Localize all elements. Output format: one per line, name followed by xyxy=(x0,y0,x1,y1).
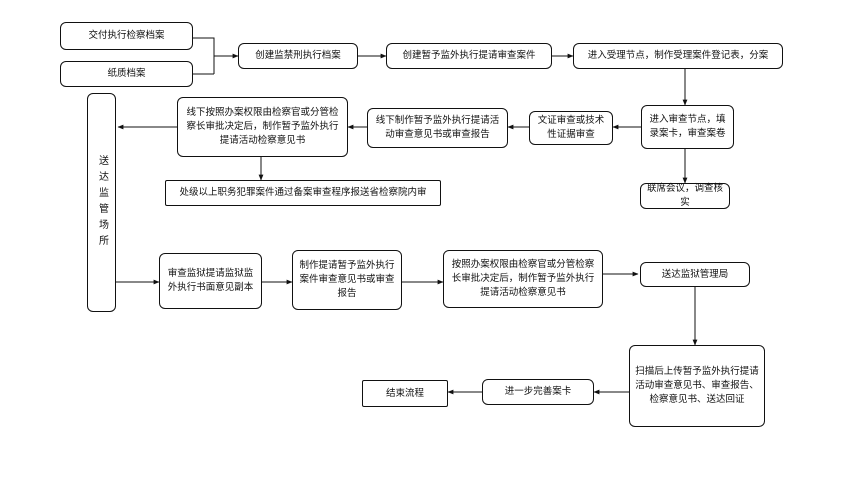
node-complete-case-card: 进一步完善案卡 xyxy=(482,379,594,405)
node-provincial-filing: 处级以上职务犯罪案件通过备案审查程序报送省检察院内审 xyxy=(165,180,441,206)
node-paper-archive: 纸质档案 xyxy=(60,61,193,87)
node-end-process: 结束流程 xyxy=(362,380,448,407)
node-scan-upload: 扫描后上传暂予监外执行提请活动审查意见书、审查报告、检察意见书、送达回证 xyxy=(629,345,765,427)
node-offline-approval: 线下按照办案权限由检察官或分管检察长审批决定后，制作暂予监外执行提请活动检察意见… xyxy=(177,97,348,157)
node-approval-opinion: 按照办案权限由检察官或分管检察长审批决定后，制作暂予监外执行提请活动检察意见书 xyxy=(443,250,603,308)
node-create-parole-case: 创建暂予监外执行提请审查案件 xyxy=(386,43,552,69)
node-deliver-to-facility: 送达监管场所 xyxy=(87,93,116,312)
node-create-custody-archive: 创建监禁刑执行档案 xyxy=(238,43,358,69)
node-deliver-prison-bureau: 送达监狱管理局 xyxy=(640,262,750,287)
node-offline-opinion: 线下制作暂予监外执行提请活动审查意见书或审查报告 xyxy=(367,108,508,148)
node-intake: 进入受理节点，制作受理案件登记表，分案 xyxy=(573,43,783,69)
node-document-review: 文证审查或技术性证据审查 xyxy=(529,111,613,145)
node-joint-meeting: 联席会议，调查核实 xyxy=(640,183,730,209)
edge-jiaofu-merge xyxy=(193,37,215,74)
node-review-stage: 进入审查节点，填录案卡，审查案卷 xyxy=(641,105,734,149)
node-review-prison-opinion: 审查监狱提请监狱监外执行书面意见副本 xyxy=(159,253,262,309)
node-jiaofu-archive: 交付执行检察档案 xyxy=(60,22,193,50)
node-make-review-report: 制作提请暂予监外执行案件审查意见书或审查报告 xyxy=(292,250,402,310)
